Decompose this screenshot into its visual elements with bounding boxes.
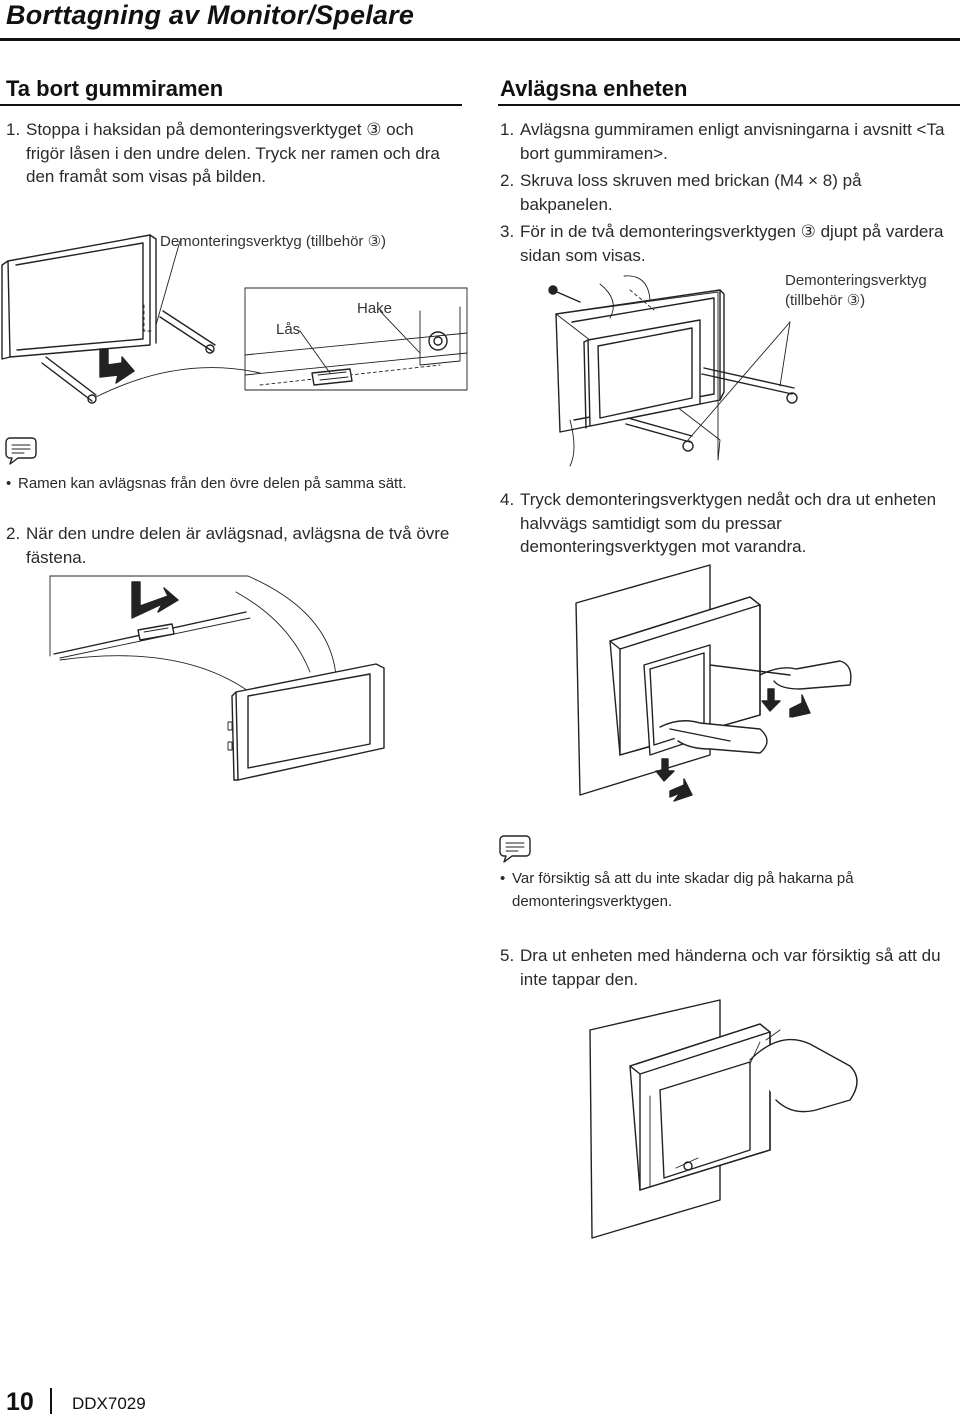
left-note: • Ramen kan avlägsnas från den övre dele… (6, 472, 456, 495)
step-number: 5. (500, 946, 515, 965)
right-step-5: 5. Dra ut enheten med händerna och var f… (500, 944, 950, 991)
note-icon (5, 437, 37, 465)
step-text: Skruva loss skruven med brickan (M4 × 8)… (520, 171, 862, 214)
step-number: 2. (6, 524, 21, 543)
left-step-2: 2. När den undre delen är avlägsnad, avl… (6, 522, 456, 569)
right-step-1: 1. Avlägsna gummiramen enligt anvisninga… (500, 118, 950, 165)
step-text: Tryck demonteringsverktygen nedåt och dr… (520, 490, 937, 556)
note-text: Ramen kan avlägsnas från den övre delen … (18, 475, 407, 492)
note-text: Var försiktig så att du inte skadar dig … (512, 870, 854, 910)
section-rule-left (0, 104, 462, 106)
right-step-3: 3. För in de två demonteringsverktygen ③… (500, 220, 950, 267)
figure-insert-tools (548, 275, 798, 467)
right-note: • Var försiktig så att du inte skadar di… (500, 867, 920, 913)
label-hook: Hake (357, 300, 393, 317)
title-rule (0, 38, 960, 41)
step-number: 1. (500, 120, 515, 139)
step-text: För in de två demonteringsverktygen ③ dj… (520, 222, 944, 265)
step-text: När den undre delen är avlägsnad, avlägs… (26, 524, 450, 567)
label-line: (tillbehör ③) (785, 292, 866, 309)
label-removal-tool: Demonteringsverktyg (tillbehör ③) (160, 233, 387, 250)
label-lock: Lås (276, 321, 301, 338)
section-title-remove-frame: Ta bort gummiramen (6, 76, 224, 101)
figure-upper-fasteners (49, 575, 385, 781)
step-number: 2. (500, 171, 515, 190)
step-text: Avlägsna gummiramen enligt anvisningarna… (520, 120, 945, 163)
model-name: DDX7029 (72, 1394, 146, 1413)
step-number: 3. (500, 222, 515, 241)
section-title-remove-unit: Avlägsna enheten (500, 76, 688, 101)
figure-pull-unit-halfway (575, 564, 852, 802)
step-text: Stoppa i haksidan på demonteringsverktyg… (26, 120, 440, 186)
page-title: Borttagning av Monitor/Spelare (6, 0, 415, 30)
step-text: Dra ut enheten med händerna och var förs… (520, 946, 941, 989)
label-line: Demonteringsverktyg (785, 272, 927, 289)
left-step-1: 1. Stoppa i haksidan på demonteringsverk… (6, 118, 446, 189)
right-step-2: 2. Skruva loss skruven med brickan (M4 ×… (500, 169, 950, 216)
bullet: • (500, 870, 506, 887)
step-number: 4. (500, 490, 515, 509)
footer-separator (50, 1388, 52, 1414)
label-removal-tool-right: Demonteringsverktyg (tillbehör ③) (785, 271, 927, 311)
bullet: • (6, 475, 12, 492)
figure-pull-unit-out (589, 999, 858, 1239)
figure-frame-removal (1, 234, 468, 404)
section-rule-right (498, 104, 960, 106)
step-number: 1. (6, 120, 21, 139)
right-step-4: 4. Tryck demonteringsverktygen nedåt och… (500, 488, 950, 559)
note-icon (499, 835, 531, 863)
page-number: 10 (6, 1388, 34, 1416)
